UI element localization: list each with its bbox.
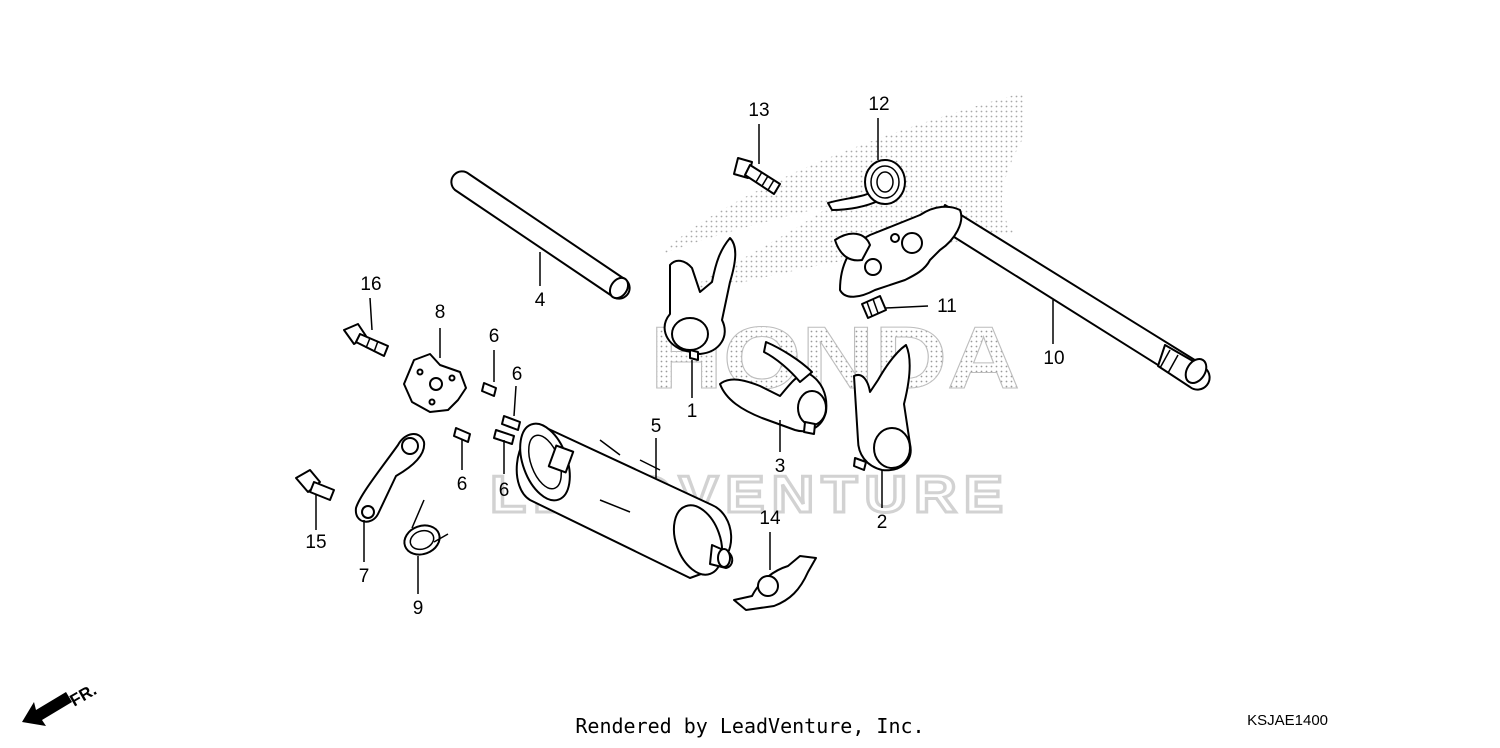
- callout-9: 9: [413, 598, 424, 619]
- callout-3: 3: [775, 456, 786, 477]
- brand-watermark-text: HONDA: [650, 308, 1020, 407]
- callout-4: 4: [535, 290, 546, 311]
- callout-6: 6: [489, 326, 500, 347]
- part-10-gearshift-spindle: [834, 204, 1211, 391]
- callout-1: 1: [687, 401, 698, 422]
- part-4-fork-shaft: [450, 170, 631, 300]
- diagram-code: KSJAE1400: [1247, 712, 1328, 729]
- part-5-shift-drum: [515, 422, 734, 579]
- callout-11: 11: [937, 296, 957, 317]
- callouts: 1 2 3 4 5 6 6 6 6 7 8 9 10 11 12 13 14 1…: [305, 94, 1064, 619]
- part-13-pivot-bolt: [733, 157, 781, 195]
- front-label: FR.: [67, 680, 100, 710]
- part-2-shift-fork: [853, 344, 912, 472]
- callout-14: 14: [759, 508, 781, 529]
- part-6-dowel-pins: [453, 382, 521, 445]
- part-8-cam-plate: [403, 353, 467, 413]
- callout-12: 12: [868, 94, 889, 115]
- part-14-guide-plate: [733, 555, 817, 611]
- part-9-stopper-spring: [403, 499, 449, 556]
- front-arrow-icon: [22, 692, 72, 726]
- callout-6: 6: [499, 480, 510, 501]
- brand-watermark: HONDA: [650, 308, 1021, 408]
- leader-lines: [315, 118, 1054, 594]
- wing-logo-watermark: [660, 92, 1025, 300]
- callout-5: 5: [651, 416, 662, 437]
- callout-10: 10: [1043, 348, 1064, 369]
- callout-6: 6: [512, 364, 523, 385]
- part-12-return-spring: [827, 159, 906, 211]
- callout-6: 6: [457, 474, 468, 495]
- part-11-spring: [861, 295, 887, 319]
- part-1-shift-fork: [663, 237, 737, 361]
- callout-13: 13: [748, 100, 769, 121]
- part-3-shift-fork: [719, 341, 828, 435]
- footer-credit: Rendered by LeadVenture, Inc.: [575, 714, 925, 738]
- callout-15: 15: [305, 532, 326, 553]
- callout-2: 2: [877, 512, 888, 533]
- part-15-bolt: [295, 469, 335, 501]
- part-16-bolt: [343, 323, 389, 357]
- callout-16: 16: [360, 274, 381, 295]
- part-7-stopper-arm: [354, 433, 426, 523]
- callout-7: 7: [359, 566, 370, 587]
- callout-8: 8: [435, 302, 446, 323]
